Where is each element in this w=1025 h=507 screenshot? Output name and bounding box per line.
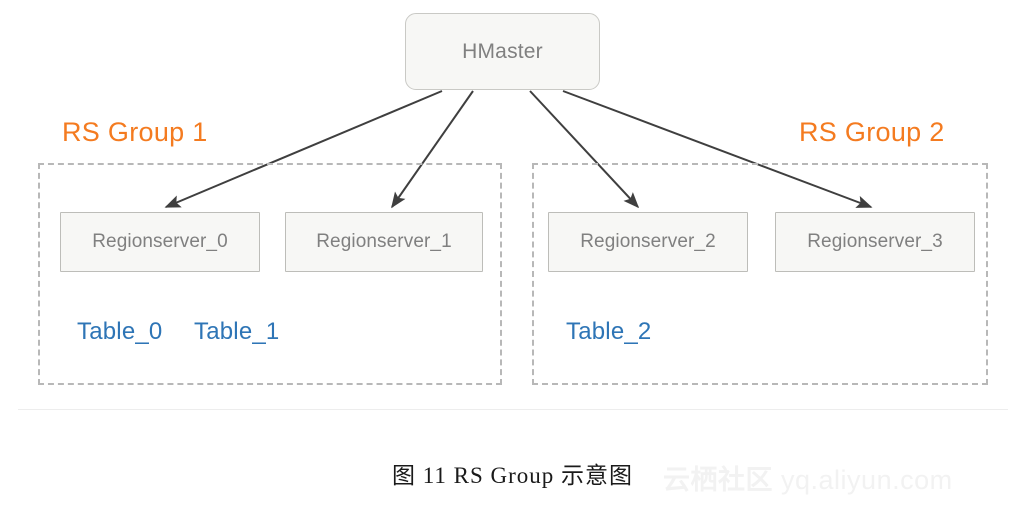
regionserver-3-node[interactable]: Regionserver_3: [775, 212, 975, 272]
figure-caption: 图 11 RS Group 示意图: [391, 463, 634, 488]
hmaster-label: HMaster: [462, 39, 543, 63]
regionserver-2-label: Regionserver_2: [580, 231, 716, 252]
rs-group-2-container[interactable]: [532, 163, 988, 385]
regionserver-0-label: Regionserver_0: [92, 231, 228, 252]
horizontal-divider: [18, 409, 1008, 410]
hmaster-node[interactable]: HMaster: [405, 13, 600, 90]
watermark-en: yq.aliyun.com: [781, 465, 953, 495]
rs-group-1-container[interactable]: [38, 163, 502, 385]
watermark-cn: 云栖社区: [663, 465, 773, 495]
regionserver-1-node[interactable]: Regionserver_1: [285, 212, 483, 272]
regionserver-1-label: Regionserver_1: [316, 231, 452, 252]
table-label-0: Table_0: [77, 318, 163, 345]
watermark: 云栖社区 yq.aliyun.com: [663, 458, 953, 497]
table-label-2: Table_2: [566, 318, 652, 345]
rs-group-2-title: RS Group 2: [799, 117, 945, 147]
table-label-1: Table_1: [194, 318, 280, 345]
regionserver-2-node[interactable]: Regionserver_2: [548, 212, 748, 272]
rs-group-1-title: RS Group 1: [62, 117, 208, 147]
regionserver-3-label: Regionserver_3: [807, 231, 943, 252]
regionserver-0-node[interactable]: Regionserver_0: [60, 212, 260, 272]
